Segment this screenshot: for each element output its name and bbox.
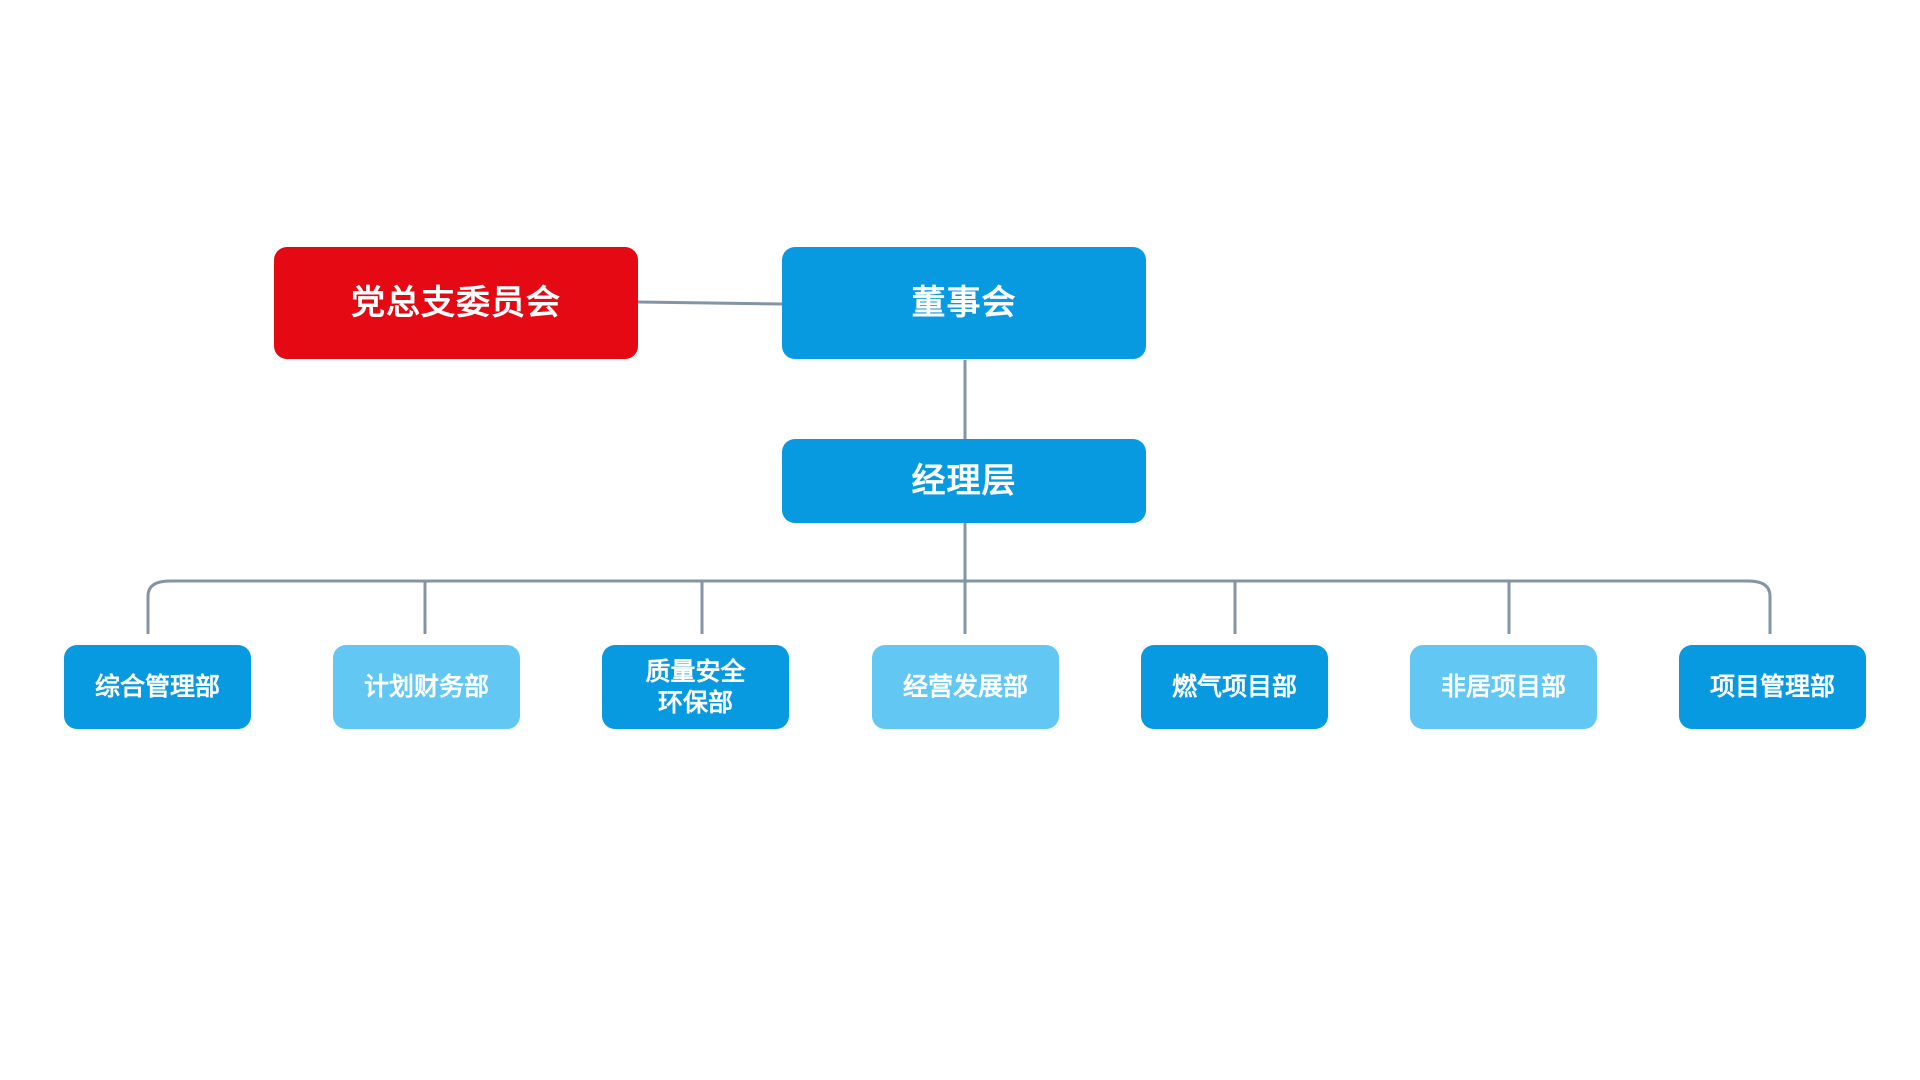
dept-label: 非居项目部 — [1440, 672, 1566, 702]
dept-label: 计划财务部 — [363, 672, 489, 702]
party-committee-label: 党总支委员会 — [351, 282, 561, 323]
party-board-connector — [637, 300, 783, 306]
dept-box-non-residential-project: 非居项目部 — [1410, 645, 1597, 729]
dept-box-gas-project: 燃气项目部 — [1141, 645, 1328, 729]
management-box: 经理层 — [782, 439, 1146, 523]
dept-box-project-management: 项目管理部 — [1679, 645, 1866, 729]
dept-label-line2: 环保部 — [657, 688, 733, 717]
department-bus-connector — [146, 579, 1772, 634]
board-label: 董事会 — [911, 282, 1017, 323]
dept-label: 经营发展部 — [902, 672, 1028, 702]
party-committee-box: 党总支委员会 — [274, 247, 638, 359]
dept-box-business-development: 经营发展部 — [872, 645, 1059, 729]
board-box: 董事会 — [782, 247, 1146, 359]
management-label: 经理层 — [911, 460, 1017, 501]
dept-label: 项目管理部 — [1709, 672, 1835, 702]
dept-box-planning-finance: 计划财务部 — [333, 645, 520, 729]
dept-box-quality-safety: 质量安全 环保部 — [602, 645, 789, 729]
dept-box-general-management: 综合管理部 — [64, 645, 251, 729]
dept-label: 燃气项目部 — [1171, 672, 1297, 702]
dept-label-line1: 质量安全 — [645, 656, 746, 686]
dept-label: 综合管理部 — [94, 672, 220, 702]
